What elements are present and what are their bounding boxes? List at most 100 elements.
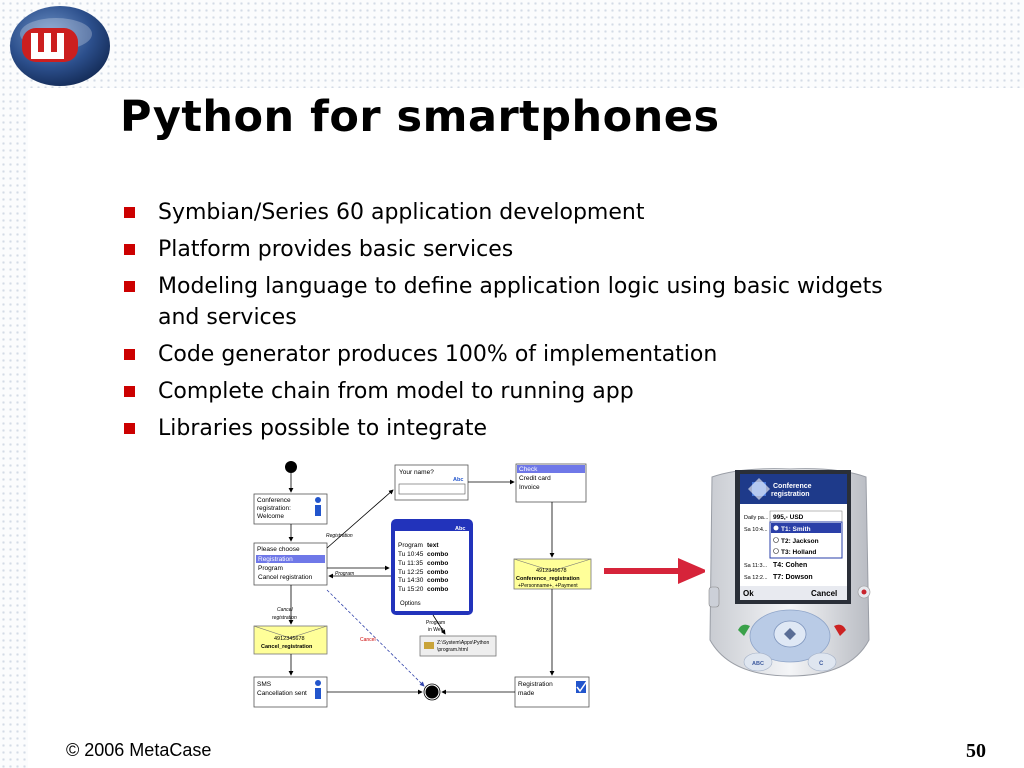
svg-text:4912345678: 4912345678 <box>536 568 567 574</box>
svg-text:Program: Program <box>398 542 423 549</box>
folder-icon <box>424 642 434 649</box>
svg-text:Options: Options <box>400 601 421 607</box>
svg-text:Sa 11:3...: Sa 11:3... <box>744 563 768 569</box>
bullet-square-icon <box>124 349 135 360</box>
bullet-square-icon <box>124 423 135 434</box>
header-dot-pattern <box>0 0 1024 88</box>
svg-text:Cancel registration: Cancel registration <box>258 574 313 581</box>
radio-selected-icon <box>773 525 779 531</box>
sms-sent-node: SMS Cancellation sent <box>253 676 328 708</box>
radio-icon <box>773 548 779 554</box>
registration-made-node: Registration made <box>514 676 590 708</box>
svg-text:SMS: SMS <box>257 681 272 688</box>
svg-text:T7: Dowson: T7: Dowson <box>773 574 813 581</box>
svg-text:combo: combo <box>427 577 448 584</box>
start-node <box>285 461 297 473</box>
svg-text:Cancel_registration: Cancel_registration <box>261 644 313 650</box>
svg-text:Sa 12:2...: Sa 12:2... <box>744 575 768 581</box>
svg-text:Check: Check <box>519 466 538 473</box>
navigation-key-icon <box>749 609 831 663</box>
svg-text:Tu 15:20: Tu 15:20 <box>398 586 424 593</box>
svg-text:text: text <box>427 542 439 549</box>
svg-text:995,- USD: 995,- USD <box>773 514 804 521</box>
svg-text:combo: combo <box>427 569 448 576</box>
footer-copyright: © 2006 MetaCase <box>66 740 212 760</box>
svg-text:+Personname+, +Payment: +Personname+, +Payment <box>518 583 578 589</box>
svg-text:Program: Program <box>258 565 283 572</box>
svg-text:\program.html: \program.html <box>437 647 468 653</box>
program-list-node: Abc Program text Tu 10:45 combo Tu 11:35… <box>391 519 473 615</box>
svg-text:Please choose: Please choose <box>257 546 300 553</box>
bullet-item: Modeling language to define application … <box>122 271 912 333</box>
red-arrow-icon <box>604 558 708 584</box>
svg-text:Cancel: Cancel <box>360 637 376 643</box>
svg-text:Invoice: Invoice <box>519 484 540 491</box>
svg-text:T3: Holland: T3: Holland <box>781 549 816 556</box>
abc-key: ABC <box>752 661 764 667</box>
main-menu-node: Please choose Registration Program Cance… <box>253 542 328 586</box>
svg-text:Cancellation sent: Cancellation sent <box>257 690 307 697</box>
svg-text:Your name?: Your name? <box>399 469 434 476</box>
bullet-item: Libraries possible to integrate <box>122 413 912 444</box>
bullet-square-icon <box>124 244 135 255</box>
payment-list-node: Check Credit card Invoice <box>515 463 587 503</box>
bullet-square-icon <box>124 386 135 397</box>
softkey-ok: Ok <box>743 589 754 598</box>
conference-icon <box>748 478 770 500</box>
svg-text:in Web: in Web <box>428 627 444 633</box>
svg-text:Tu 10:45: Tu 10:45 <box>398 551 424 558</box>
left-dot-pattern <box>0 0 28 768</box>
svg-text:Tu 11:35: Tu 11:35 <box>398 560 423 567</box>
end-node <box>425 685 439 699</box>
bullet-list: Symbian/Series 60 application developmen… <box>122 197 912 450</box>
svg-text:4912345678: 4912345678 <box>274 636 305 642</box>
svg-text:T4: Cohen: T4: Cohen <box>773 562 807 569</box>
svg-text:registration:: registration: <box>257 505 291 512</box>
bullet-item: Code generator produces 100% of implemen… <box>122 339 912 370</box>
info-icon <box>315 680 321 699</box>
metacase-logo <box>10 6 110 86</box>
radio-icon <box>773 537 779 543</box>
svg-text:Conference: Conference <box>257 497 291 504</box>
svg-text:Program: Program <box>335 571 354 577</box>
bullet-square-icon <box>124 281 135 292</box>
svg-text:combo: combo <box>427 586 448 593</box>
svg-text:Registration: Registration <box>326 533 353 539</box>
bullet-item: Complete chain from model to running app <box>122 376 912 407</box>
svg-text:registration: registration <box>272 615 297 621</box>
clear-key: C <box>819 661 824 667</box>
softkey-cancel: Cancel <box>811 589 837 598</box>
bullet-square-icon <box>124 207 135 218</box>
svg-text:Program: Program <box>426 620 445 626</box>
phone-screenshot: Conference registration Daily pa... 995,… <box>705 467 871 677</box>
svg-text:Registration: Registration <box>518 681 553 688</box>
svg-text:Registration: Registration <box>258 556 293 563</box>
svg-text:Tu 14:30: Tu 14:30 <box>398 577 424 584</box>
sms-cancel-node: 4912345678 Cancel_registration <box>253 625 328 655</box>
phone-header-line2: registration <box>771 491 810 498</box>
call-key-icon <box>738 624 750 636</box>
checkmark-icon <box>576 680 588 693</box>
welcome-note-node: Conference registration: Welcome <box>253 493 328 525</box>
web-open-node: Z:\System\Apps\Python \program.html <box>419 635 497 657</box>
svg-text:combo: combo <box>427 560 448 567</box>
bullet-item: Platform provides basic services <box>122 234 912 265</box>
svg-text:T2: Jackson: T2: Jackson <box>781 538 819 545</box>
svg-text:Welcome: Welcome <box>257 513 284 520</box>
name-query-node: Your name? Abc <box>394 464 469 501</box>
application-model-diagram: Conference registration: Welcome Please … <box>253 461 592 708</box>
slide-title: Python for smartphones <box>120 92 720 142</box>
svg-text:T1: Smith: T1: Smith <box>781 526 811 533</box>
svg-text:Abc: Abc <box>455 526 465 532</box>
sms-register-node: 4912345678 Conference_registration +Pers… <box>513 558 592 590</box>
svg-text:Credit card: Credit card <box>519 475 551 482</box>
svg-text:Z:\System\Apps\Python: Z:\System\Apps\Python <box>437 640 489 646</box>
svg-text:Sa 10:4...: Sa 10:4... <box>744 527 768 533</box>
svg-text:Tu 12:25: Tu 12:25 <box>398 569 424 576</box>
end-key-icon <box>834 624 846 636</box>
svg-text:Abc: Abc <box>453 477 463 483</box>
bullet-item: Symbian/Series 60 application developmen… <box>122 197 912 228</box>
svg-text:Conference_registration: Conference_registration <box>516 576 580 582</box>
phone-header-line1: Conference <box>773 483 812 490</box>
svg-text:made: made <box>518 690 535 697</box>
